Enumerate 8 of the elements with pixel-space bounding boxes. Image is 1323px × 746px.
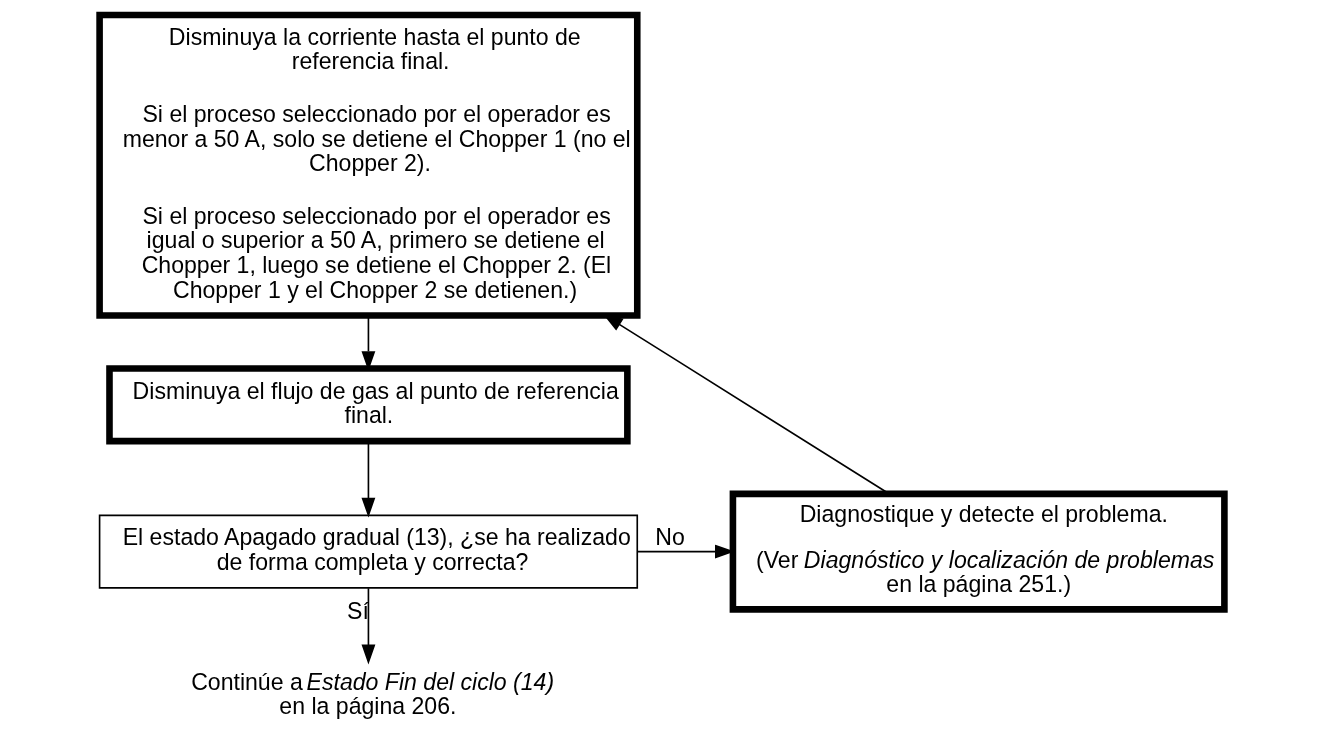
arrow xyxy=(361,587,375,665)
edge-label: No xyxy=(654,524,685,551)
node-box: El estado Apagado gradual (13), ¿se ha realizado de forma completa y correcta? xyxy=(98,514,638,589)
edge-label: Sí xyxy=(346,598,369,625)
node-text: Continúe a Estado Fin del ciclo (14) en la página 206. xyxy=(190,669,554,719)
node-box: Disminuya la corriente hasta el punto de referencia final. Si el proceso seleccionado por el operador es menor a 50 A, solo se detiene el Chopper 1 (no el Chopper 2). Si el proceso seleccionado por el operador es igual o superior a 50 A, primero se detiene el Chopper 1, luego se detiene el Chopper 2. (El Chopper 1 y el Chopper 2 se detienen.) xyxy=(95,11,641,319)
node-box: Diagnostique y detecte el problema. (Ver Diagnóstico y localización de problemas en la página 251.) xyxy=(729,490,1228,613)
node-box: Disminuya el flujo de gas al punto de referencia final. xyxy=(105,365,631,445)
